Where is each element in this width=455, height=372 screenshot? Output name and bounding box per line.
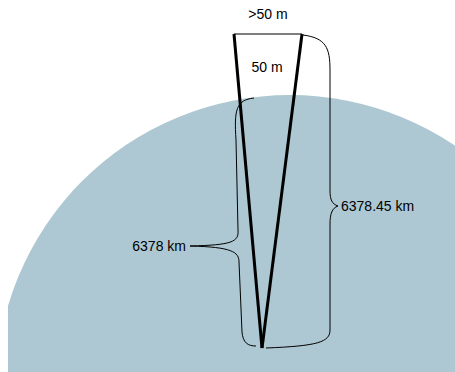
radius-label: 6378 km (131, 238, 187, 254)
brace (190, 98, 256, 346)
brace (266, 35, 338, 348)
radius-line (262, 34, 302, 348)
radius-label: 6378.45 km (340, 198, 415, 214)
earth-disc (8, 95, 455, 372)
dimension-label: >50 m (247, 6, 288, 22)
dimension-label: 50 m (250, 59, 283, 75)
top-line (234, 33, 302, 34)
radius-line (234, 34, 262, 348)
